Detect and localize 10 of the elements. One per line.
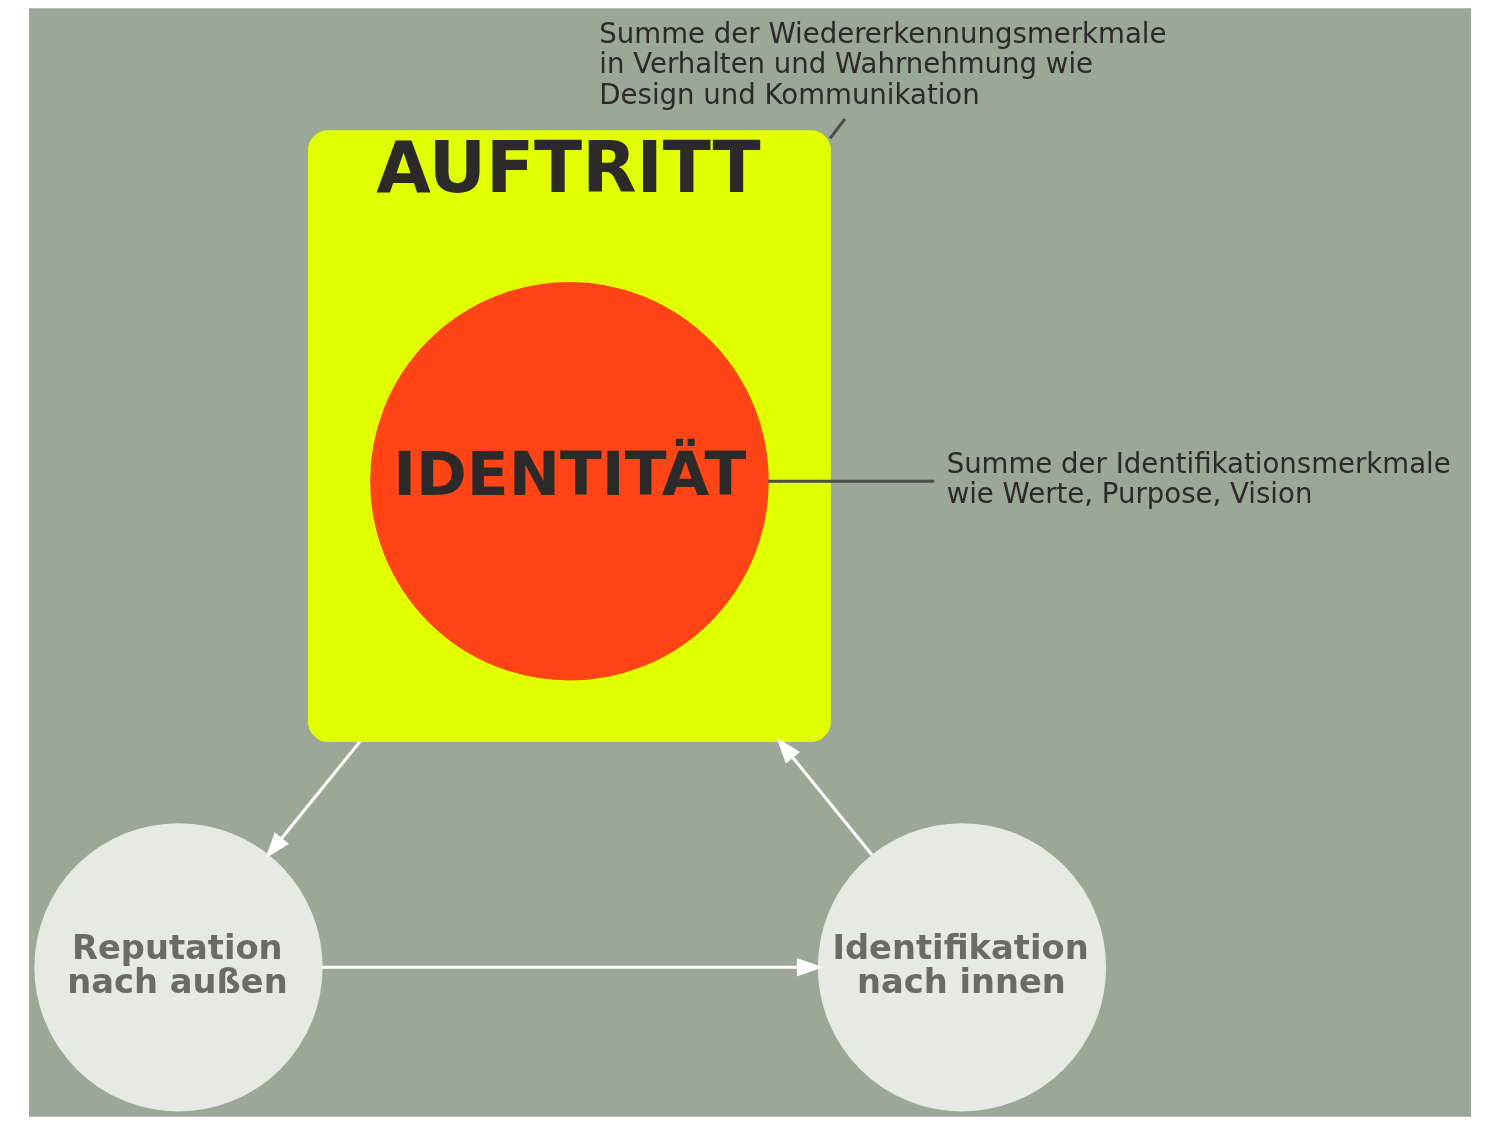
arrow bbox=[322, 958, 823, 977]
connector bbox=[828, 118, 847, 140]
arrow bbox=[265, 740, 362, 859]
node-text: Summe der Identifikationsmerkmale wie Werte, Purpose, Vision bbox=[946, 446, 1451, 511]
connector bbox=[768, 479, 935, 483]
node-circle: Reputation nach außen bbox=[34, 823, 323, 1112]
arrow bbox=[776, 737, 873, 856]
node-text: Summe der Wiedererkennungsmerkmale in Verhalten und Wahrnehmung wie Design und Kommunikation bbox=[599, 16, 1167, 111]
node-circle: Identifikation nach innen bbox=[817, 823, 1107, 1112]
node-circle: IDENTITÄT bbox=[370, 281, 769, 681]
